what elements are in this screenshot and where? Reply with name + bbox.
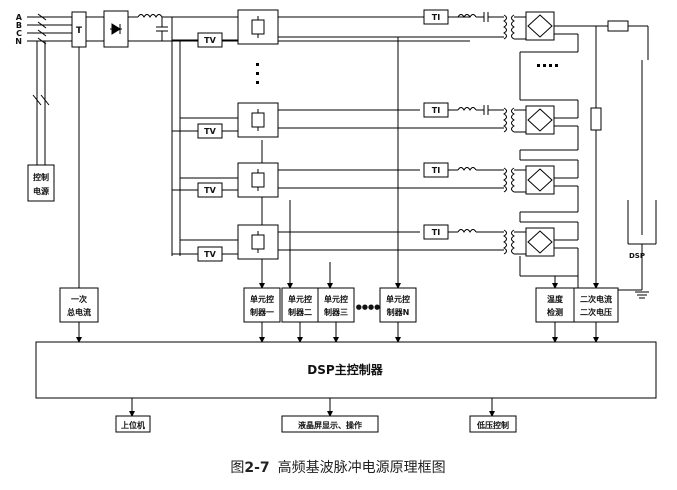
tv-label: TV: [204, 36, 216, 45]
ti-label: TI: [432, 13, 440, 22]
caption-number: 2-7: [244, 460, 269, 476]
unit-controller-1-line1: 单元控: [250, 294, 274, 304]
primary-current-block: 一次 总电流: [59, 287, 99, 323]
breaker-label: T: [76, 26, 83, 36]
caption-prefix: 图: [230, 460, 244, 476]
figure-caption: 图2-7 高频基波脉冲电源原理框图: [230, 459, 445, 476]
load-label: DSP: [629, 252, 645, 260]
temp-detect-line1: 温度: [547, 294, 564, 304]
wiring: [27, 11, 657, 417]
tv-label: TV: [204, 186, 216, 195]
unit-controller-2-line2: 制器二: [288, 307, 312, 317]
output-ellipsis: [537, 64, 558, 67]
phase-label-a: A: [16, 13, 23, 22]
lcd-display-label: 液晶屏显示、操作: [298, 420, 362, 430]
unit-controller-n-line2: 制器N: [387, 307, 410, 317]
control-power-block: 控制 电源: [27, 164, 55, 202]
unit-controller-2-line1: 单元控: [288, 294, 312, 304]
breaker-block: T: [71, 11, 87, 48]
phase-label-c: C: [16, 29, 22, 38]
unit-controller-n-line1: 单元控: [386, 294, 410, 304]
ti-label: TI: [432, 166, 440, 175]
voltage-control-label: 低压控制: [476, 420, 509, 430]
voltage-control-block: 低压控制: [469, 415, 517, 433]
ti-blocks: TI TI TI TI: [423, 9, 449, 240]
temperature-detect-block: 温度 检测: [535, 287, 575, 323]
phase-label-n: N: [15, 37, 22, 46]
unit-controller-3-line1: 单元控: [324, 294, 348, 304]
unit-controllers: 单元控 制器一 单元控 制器二 单元控 制器三 ●●●● 单元控 制器N: [243, 287, 417, 323]
module-ellipsis: [256, 63, 259, 84]
secondary-current-label: 二次电流: [580, 294, 612, 304]
control-power-label-line1: 控制: [33, 172, 49, 182]
dsp-main-controller: DSP主控制器: [35, 341, 657, 399]
igbt-modules: [237, 9, 279, 260]
ti-label: TI: [432, 228, 440, 237]
primary-current-line1: 一次: [71, 294, 87, 304]
caption-title: 高频基波脉冲电源原理框图: [278, 459, 446, 476]
ti-label: TI: [432, 106, 440, 115]
unit-controller-1-line2: 制器一: [250, 307, 274, 317]
tv-label: TV: [204, 127, 216, 136]
unit-controller-ellipsis: ●●●●: [356, 303, 380, 311]
phase-label-b: B: [16, 21, 22, 30]
tv-blocks: TV TV TV TV: [197, 32, 223, 262]
host-pc-block: 上位机: [115, 415, 151, 433]
primary-current-line2: 总电流: [67, 307, 91, 317]
secondary-voltage-label: 二次电压: [580, 307, 612, 317]
temp-detect-line2: 检测: [547, 307, 563, 317]
secondary-sensing-block: 二次电流 二次电压: [573, 287, 619, 323]
tv-label: TV: [204, 250, 216, 259]
phase-labels: A B C N: [15, 13, 23, 46]
unit-controller-3-line2: 制器三: [324, 307, 348, 317]
rectifier-block: [103, 10, 129, 48]
control-power-label-line2: 电源: [33, 186, 49, 196]
lcd-display-block: 液晶屏显示、操作: [281, 415, 379, 433]
dsp-main-label: DSP主控制器: [307, 362, 383, 377]
host-pc-label: 上位机: [121, 420, 145, 430]
